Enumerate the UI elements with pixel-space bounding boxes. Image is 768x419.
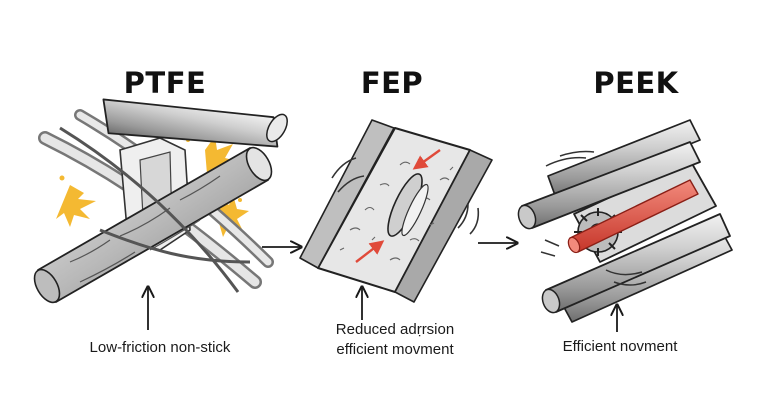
caption-line: efficient movment — [336, 341, 454, 358]
caption-line: Efficient novment — [562, 338, 678, 355]
caption-line: Low-friction non-stick — [89, 339, 231, 356]
caption-line: Reduced adṛrsion — [335, 321, 455, 338]
panel-title-ptfe: PTFE — [123, 66, 207, 100]
panel-caption-ptfe: Low-friction non-stick — [70, 338, 250, 358]
ptfe-illustration — [33, 98, 288, 330]
panel-caption-peek: Efficient novment — [545, 337, 695, 357]
panel-title-fep: FEP — [360, 66, 424, 100]
panel-title-peek: PEEK — [593, 66, 679, 100]
panel-caption-fep: Reduced adṛrsion efficient movment — [315, 320, 475, 360]
fep-illustration — [299, 119, 493, 320]
peek-illustration — [517, 119, 733, 332]
